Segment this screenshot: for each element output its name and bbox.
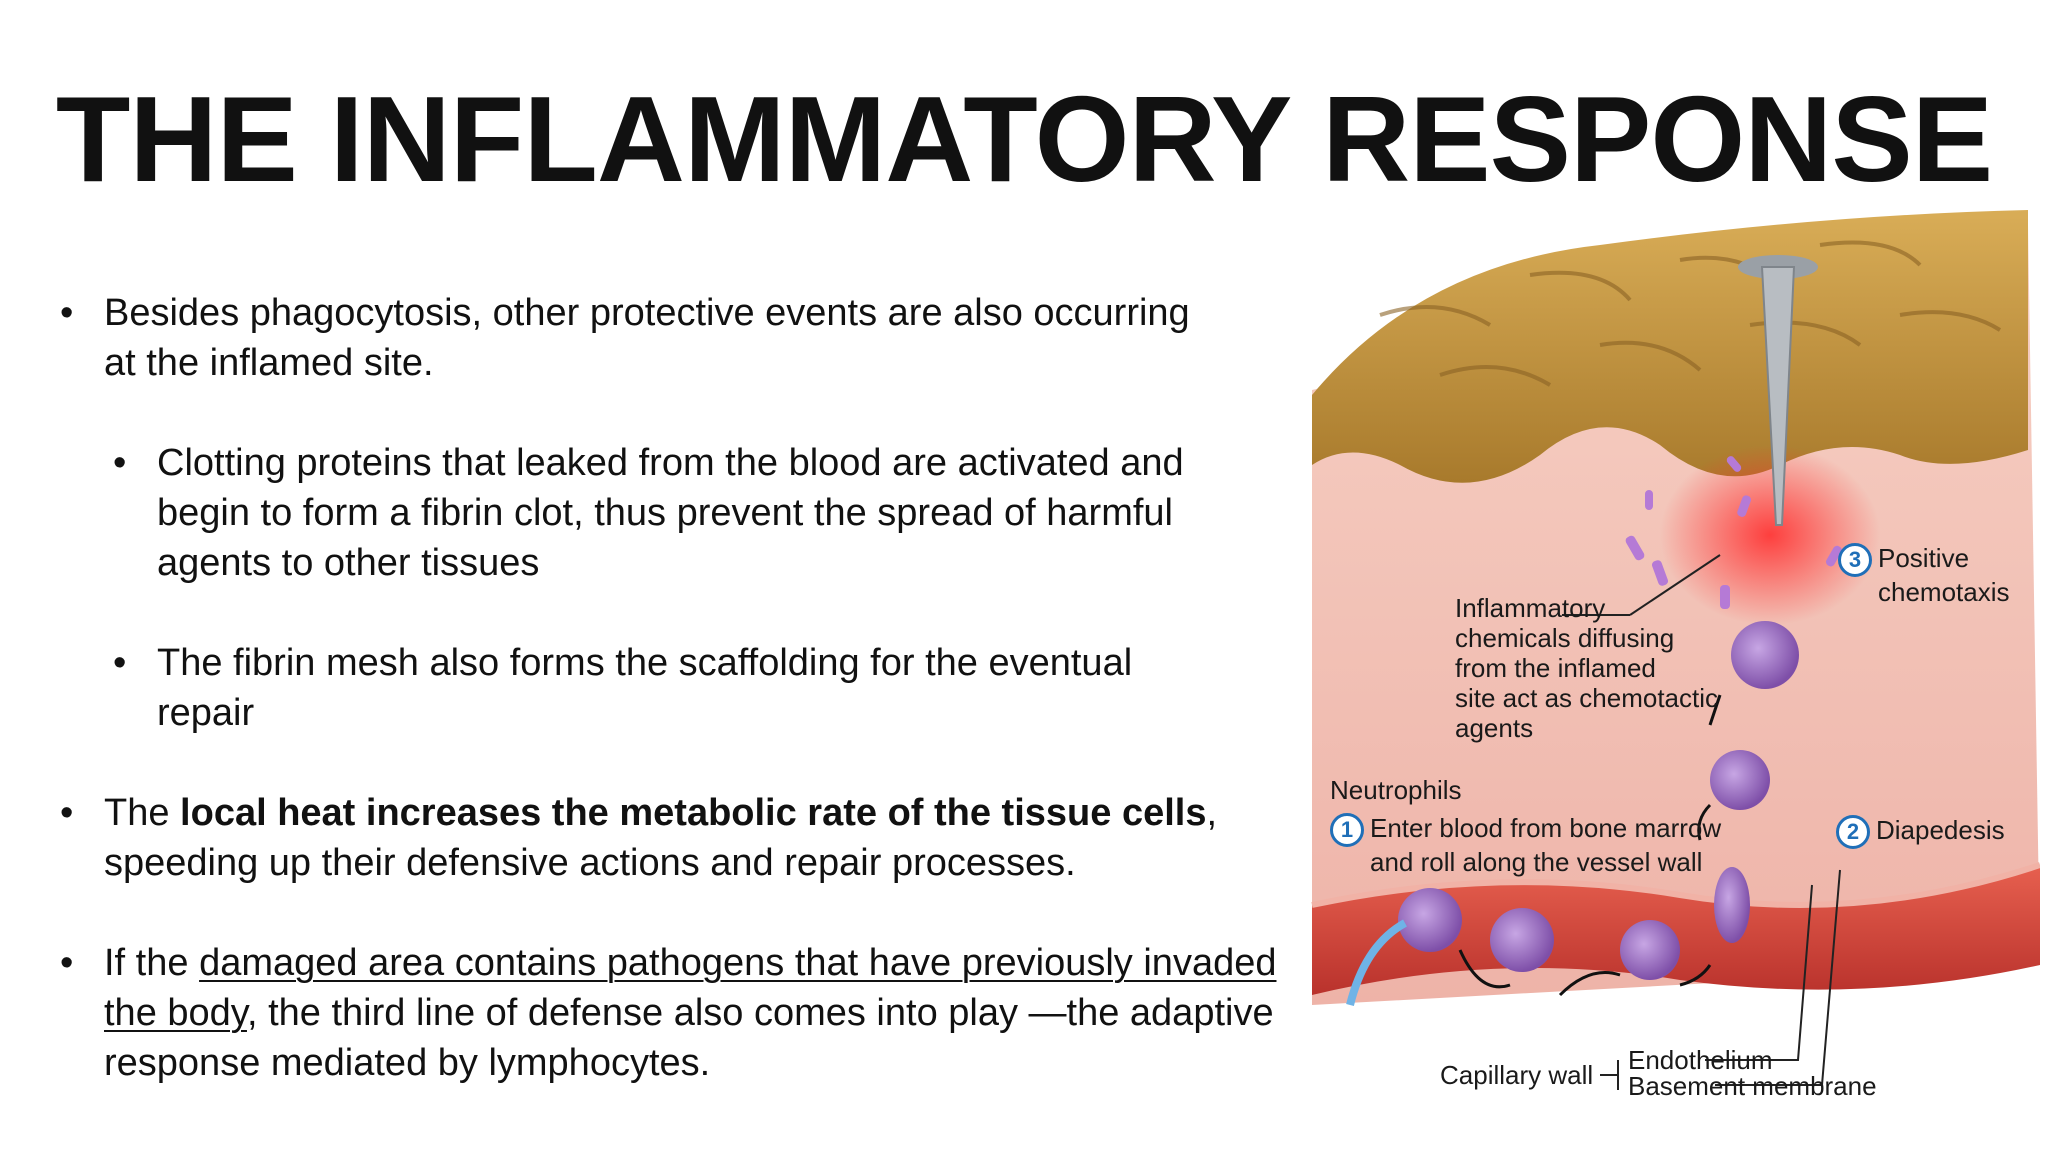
step1-line-2: and roll along the vessel wall: [1370, 847, 1703, 878]
bullet-1-text: Besides phagocytosis, other protective e…: [104, 292, 1190, 384]
bullet-1b: • The fibrin mesh also forms the scaffol…: [60, 638, 1290, 738]
bullet-1b-text: The fibrin mesh also forms the scaffoldi…: [157, 642, 1133, 734]
bullet-2-bold: local heat increases the metabolic rate …: [180, 792, 1207, 834]
bullet-3-text: If the damaged area contains pathogens t…: [104, 938, 1284, 1088]
bullet-2-text: The local heat increases the metabolic r…: [104, 788, 1284, 888]
bullet-3: • If the damaged area contains pathogens…: [60, 938, 1290, 1088]
capillary-wall-label: Capillary wall: [1440, 1060, 1594, 1090]
blood-flow-arrow: [1346, 919, 1408, 1006]
bullet-2-pre: The: [104, 792, 181, 834]
chem-line-3: from the inflamed: [1455, 653, 1656, 683]
bullet-dot: •: [113, 642, 127, 684]
inflammation-illustration: Inflammatory chemicals diffusing from th…: [1300, 205, 2040, 1135]
chem-line-2: chemicals diffusing: [1455, 623, 1675, 653]
slide-title: THE INFLAMMATORY RESPONSE: [55, 71, 1993, 207]
basement-membrane-label: Basement membrane: [1628, 1071, 1877, 1101]
neutrophils-label: Neutrophils: [1330, 775, 1462, 805]
leader-lines: [1562, 554, 1841, 1090]
step2-marker: 2: [1836, 815, 1870, 850]
bullet-3-underline: damaged area contains pathogens that hav…: [104, 942, 1277, 1034]
bullet-dot: •: [60, 792, 74, 834]
step1-line-1: Enter blood from bone marrow: [1370, 813, 1722, 843]
chem-line-1: Inflammatory: [1455, 593, 1606, 623]
bullet-2-post: , speeding up their defensive actions an…: [104, 792, 1218, 884]
neutrophils: [1398, 621, 1799, 980]
bullet-1: • Besides phagocytosis, other protective…: [60, 288, 1290, 388]
step3-line-2: chemotaxis: [1878, 577, 2010, 608]
step3-marker: 3: [1838, 543, 1872, 578]
bullet-1a: • Clotting proteins that leaked from the…: [60, 438, 1290, 588]
bullet-2: • The local heat increases the metabolic…: [60, 788, 1290, 888]
capillary: [1312, 865, 2040, 995]
tissue-illustration: [1311, 210, 2040, 1090]
bullet-3-post: , the third line of defense also comes i…: [104, 992, 1274, 1084]
bullet-list: • Besides phagocytosis, other protective…: [60, 288, 1290, 1088]
chemical-particles: [1625, 456, 1842, 609]
endothelium-label: Endothelium: [1628, 1045, 1773, 1075]
epidermis: [1312, 210, 2028, 483]
chem-line-4: site act as chemotactic: [1455, 683, 1718, 713]
bullet-dot: •: [60, 942, 74, 984]
nail: [1760, 266, 1796, 526]
step1-marker: 1: [1330, 813, 1364, 848]
movement-arrows: [1458, 694, 1722, 997]
step2-text: Diapedesis: [1876, 815, 2005, 845]
bullet-dot: •: [60, 292, 74, 334]
bullet-1a-text: Clotting proteins that leaked from the b…: [157, 442, 1184, 584]
bullet-dot: •: [113, 442, 127, 484]
chem-line-5: agents: [1455, 713, 1534, 743]
inflammatory-chemicals-label: Inflammatory chemicals diffusing from th…: [1455, 593, 1718, 743]
step3-line-1: Positive: [1878, 543, 1970, 573]
bullet-3-pre: If the: [104, 942, 200, 984]
